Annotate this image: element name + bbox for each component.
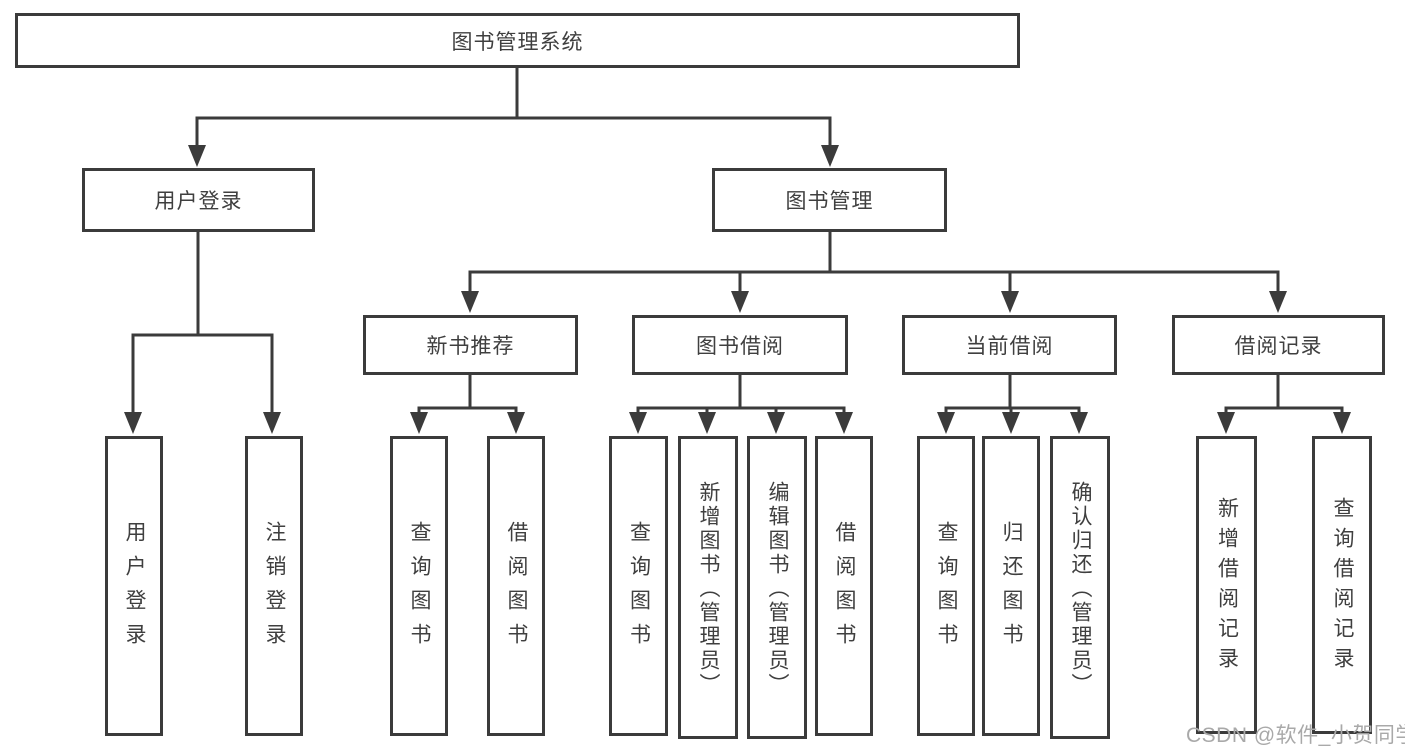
arrowhead-down-icon: [821, 145, 839, 167]
arrowhead-down-icon: [1217, 412, 1235, 434]
leaf-logout: 注销登录: [245, 436, 303, 736]
connector-book-mgmt-children: [468, 232, 1280, 296]
arrowhead-down-icon: [1070, 412, 1088, 434]
leaf-borrow-books-2: 借阅图书: [815, 436, 873, 736]
arrowhead-down-icon: [410, 412, 428, 434]
leaf-query-borrow-record: 查询借阅记录: [1312, 436, 1372, 734]
arrowhead-down-icon: [124, 412, 142, 434]
connector-new-book-children: [417, 375, 518, 420]
arrowhead-down-icon: [937, 412, 955, 434]
arrowhead-down-icon: [629, 412, 647, 434]
arrowhead-down-icon: [767, 412, 785, 434]
leaf-edit-book-admin: 编辑图书（管理员）: [747, 436, 807, 739]
node-current-borrowing: 当前借阅: [902, 315, 1117, 375]
arrowhead-down-icon: [461, 291, 479, 313]
node-borrowing-records: 借阅记录: [1172, 315, 1385, 375]
leaf-user-login: 用户登录: [105, 436, 163, 736]
connector-paths: [131, 68, 1344, 420]
arrowhead-down-icon: [731, 291, 749, 313]
arrowhead-down-icon: [507, 412, 525, 434]
csdn-watermark: CSDN @软件_小贺同学: [1186, 724, 1405, 747]
connector-record-children: [1224, 375, 1344, 420]
node-book-borrowing: 图书借阅: [632, 315, 848, 375]
arrowhead-down-icon: [188, 145, 206, 167]
connector-root-to-level2: [195, 68, 832, 150]
arrowhead-down-icon: [835, 412, 853, 434]
arrowhead-down-icon: [1002, 412, 1020, 434]
arrowhead-down-icon: [263, 412, 281, 434]
arrowhead-down-icon: [1269, 291, 1287, 313]
connector-borrow-children: [636, 375, 846, 420]
leaf-borrow-books-1: 借阅图书: [487, 436, 545, 736]
leaf-query-books-1: 查询图书: [390, 436, 448, 736]
arrowhead-down-icon: [1333, 412, 1351, 434]
arrowhead-down-icon: [698, 412, 716, 434]
leaf-confirm-return-admin: 确认归还（管理员）: [1050, 436, 1110, 739]
node-library-management-system: 图书管理系统: [15, 13, 1020, 68]
connector-user-login-children: [131, 232, 274, 420]
leaf-query-books-2: 查询图书: [609, 436, 668, 736]
node-book-management: 图书管理: [712, 168, 947, 232]
leaf-add-book-admin: 新增图书（管理员）: [678, 436, 738, 739]
leaf-query-books-3: 查询图书: [917, 436, 975, 736]
node-new-book-recommendation: 新书推荐: [363, 315, 578, 375]
node-user-login: 用户登录: [82, 168, 315, 232]
leaf-return-book: 归还图书: [982, 436, 1040, 736]
leaf-add-borrow-record: 新增借阅记录: [1196, 436, 1257, 734]
arrowhead-down-icon: [1001, 291, 1019, 313]
